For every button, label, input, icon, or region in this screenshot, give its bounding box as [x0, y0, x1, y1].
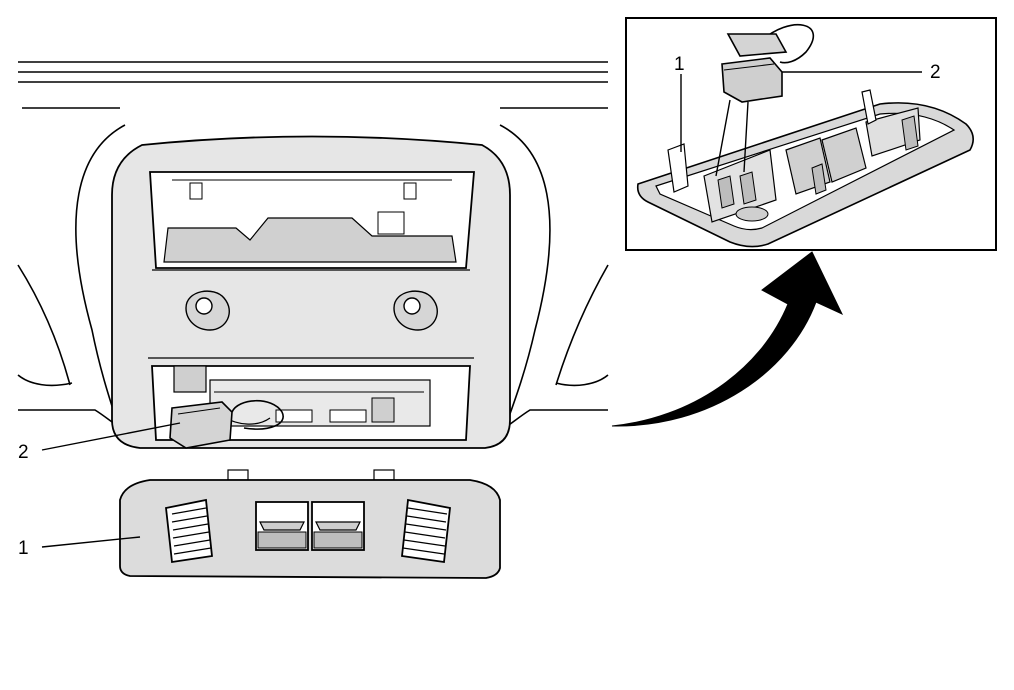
main-callout-2: 2	[18, 442, 29, 463]
detail-arrow	[611, 251, 844, 427]
inset-leader-lines	[680, 71, 922, 152]
inset-console-bottom	[636, 89, 974, 248]
inset-callout-2: 2	[930, 62, 941, 83]
main-leader-lines	[41, 422, 181, 548]
main-callout-1: 1	[18, 538, 29, 559]
overhead-console-housing	[111, 135, 511, 449]
overhead-console-lamp	[119, 469, 501, 579]
inset-connector	[715, 24, 814, 177]
inset-callout-1: 1	[674, 54, 685, 75]
wiring-connector	[169, 400, 284, 449]
